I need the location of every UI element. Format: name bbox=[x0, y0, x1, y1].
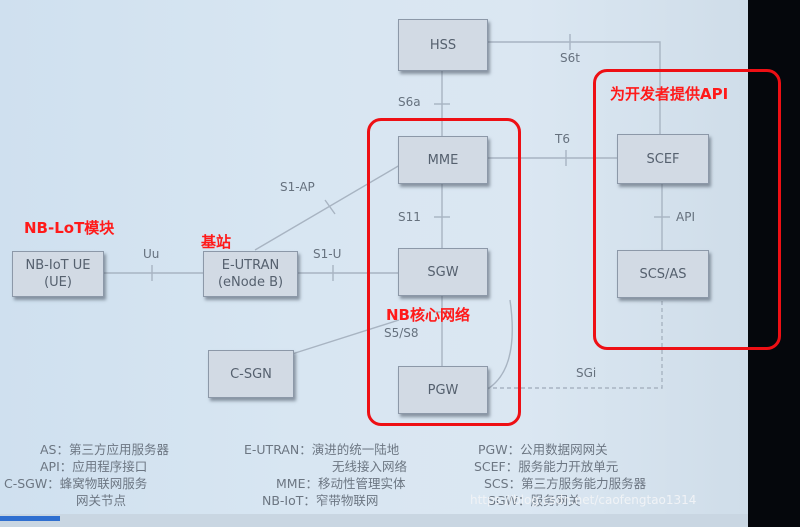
node-csgn: C-SGN bbox=[208, 350, 294, 398]
label-s6t: S6t bbox=[560, 51, 580, 65]
legend-item: MME：移动性管理实体 bbox=[276, 476, 406, 491]
legend-item: 网关节点 bbox=[76, 493, 127, 508]
node-scef-label: SCEF bbox=[646, 151, 680, 167]
node-pgw-label: PGW bbox=[427, 382, 459, 398]
label-s5-s8: S5/S8 bbox=[384, 326, 419, 340]
legend-column-2: E-UTRAN：演进的统一陆地 无线接入网络 MME：移动性管理实体 NB-Io… bbox=[244, 441, 407, 509]
legend-item: SCS：第三方服务能力服务器 bbox=[484, 476, 647, 491]
label-t6: T6 bbox=[555, 132, 570, 146]
link-s1-ap bbox=[254, 164, 401, 251]
node-eutran-sublabel: (eNode B) bbox=[217, 275, 284, 290]
annotation-base-station: 基站 bbox=[201, 233, 232, 251]
node-hss-label: HSS bbox=[429, 37, 457, 53]
node-csgn-label: C-SGN bbox=[230, 366, 272, 382]
legend-item: C-SGW：蜂窝物联网服务 bbox=[4, 476, 148, 491]
link-csgn bbox=[291, 319, 400, 355]
node-eutran: E-UTRAN (eNode B) bbox=[203, 251, 298, 297]
label-sgi: SGi bbox=[576, 366, 597, 380]
node-pgw: PGW bbox=[398, 366, 488, 414]
annotation-nb-module: NB-LoT模块 bbox=[24, 219, 115, 237]
label-uu: Uu bbox=[143, 247, 160, 261]
legend-column-3: PGW：公用数据网网关 SCEF：服务能力开放单元 SCS：第三方服务能力服务器… bbox=[448, 441, 646, 509]
node-ue: NB-IoT UE (UE) bbox=[12, 251, 104, 297]
legend-item: PGW：公用数据网网关 bbox=[478, 442, 608, 457]
node-scs-as-label: SCS/AS bbox=[639, 266, 687, 282]
legend-column-1: AS：第三方应用服务器 API：应用程序接口 C-SGW：蜂窝物联网服务 网关节… bbox=[4, 441, 169, 509]
legend-item: SGW：服务网关 bbox=[488, 493, 581, 508]
node-hss: HSS bbox=[398, 19, 488, 71]
tick-s1-ap bbox=[324, 199, 336, 215]
legend-item: AS：第三方应用服务器 bbox=[40, 442, 169, 457]
player-progress-bar[interactable] bbox=[0, 514, 748, 527]
link-sgi bbox=[486, 296, 663, 389]
label-s1-u: S1-U bbox=[313, 247, 342, 261]
annotation-core-network: NB核心网络 bbox=[386, 306, 470, 324]
annotation-api-provider: 为开发者提供API bbox=[610, 85, 729, 103]
node-sgw-label: SGW bbox=[427, 264, 459, 280]
legend-item: E-UTRAN：演进的统一陆地 bbox=[244, 442, 400, 457]
node-scs-as: SCS/AS bbox=[617, 250, 709, 298]
legend-item: NB-IoT：窄带物联网 bbox=[262, 493, 379, 508]
label-s11: S11 bbox=[398, 210, 421, 224]
link-pgw-curve bbox=[485, 299, 513, 391]
node-scef: SCEF bbox=[617, 134, 709, 184]
node-sgw: SGW bbox=[398, 248, 488, 296]
node-mme: MME bbox=[398, 136, 488, 184]
legend-item: 无线接入网络 bbox=[332, 459, 408, 474]
legend-item: SCEF：服务能力开放单元 bbox=[474, 459, 619, 474]
node-ue-label: NB-IoT UE bbox=[25, 258, 91, 273]
watermark: https://blog.csdn.net/caofengtao1314 bbox=[470, 493, 697, 507]
label-api: API bbox=[676, 210, 695, 224]
link-s6t bbox=[486, 41, 661, 134]
legend-item: API：应用程序接口 bbox=[40, 459, 148, 474]
node-ue-sublabel: (UE) bbox=[44, 275, 72, 290]
screen-edge bbox=[748, 0, 800, 527]
highlight-api-provider bbox=[593, 69, 781, 350]
player-progress-fill bbox=[0, 516, 60, 521]
highlight-core-network bbox=[367, 118, 521, 426]
node-eutran-label: E-UTRAN bbox=[221, 258, 280, 273]
label-s6a: S6a bbox=[398, 95, 421, 109]
node-mme-label: MME bbox=[427, 152, 459, 168]
label-s1-ap: S1-AP bbox=[280, 180, 315, 194]
